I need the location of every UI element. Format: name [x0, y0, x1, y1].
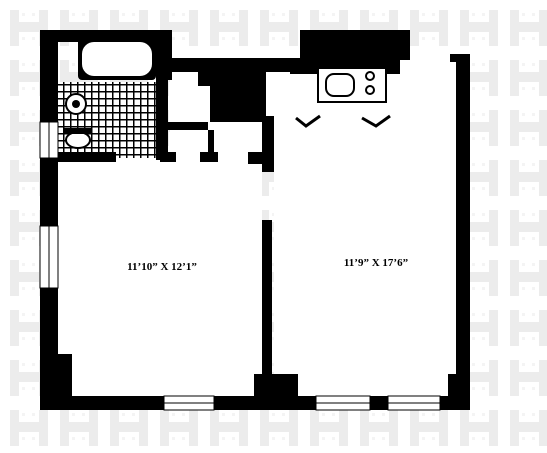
stove-icon — [317, 67, 387, 103]
bathtub-icon — [78, 38, 156, 80]
sink-icon — [65, 93, 87, 115]
room-dimensions-bedroom: 11’9” X 17’6” — [344, 257, 408, 269]
door-swings — [295, 114, 391, 128]
room-dimensions-living: 11’10” X 12’1” — [127, 261, 197, 273]
windows — [39, 121, 441, 411]
toilet-icon — [64, 128, 92, 149]
